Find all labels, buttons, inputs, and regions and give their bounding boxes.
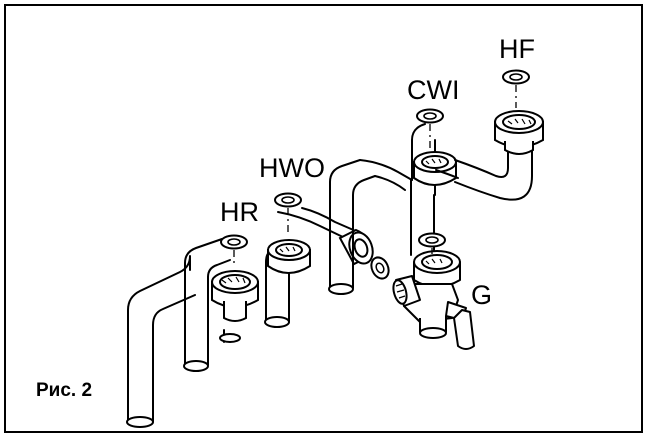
nut-hwo	[267, 239, 311, 274]
label-hwo: HWO	[259, 153, 325, 183]
washer-cwi	[416, 108, 444, 124]
nut-cwi	[413, 151, 457, 186]
washer-hf	[502, 69, 530, 85]
figure-frame	[4, 4, 643, 433]
pipe-cwi	[328, 123, 436, 295]
pipe-hwo	[264, 207, 359, 328]
nut-hf	[494, 110, 544, 155]
washer-g	[418, 232, 446, 248]
pipe-hr	[126, 238, 231, 428]
washer-hwo	[274, 192, 302, 208]
alignment-lines	[233, 85, 517, 266]
pipe-hf	[435, 139, 533, 201]
label-hr: HR	[220, 197, 259, 227]
label-hf: HF	[499, 34, 535, 64]
label-cwi: CWI	[407, 75, 460, 105]
figure-caption: Рис. 2	[36, 380, 93, 401]
nut-side	[338, 228, 374, 266]
washer-hr	[220, 234, 248, 250]
valve-g	[392, 250, 475, 350]
nut-hr	[211, 270, 259, 343]
washer-side	[370, 256, 390, 280]
label-g: G	[471, 280, 493, 310]
